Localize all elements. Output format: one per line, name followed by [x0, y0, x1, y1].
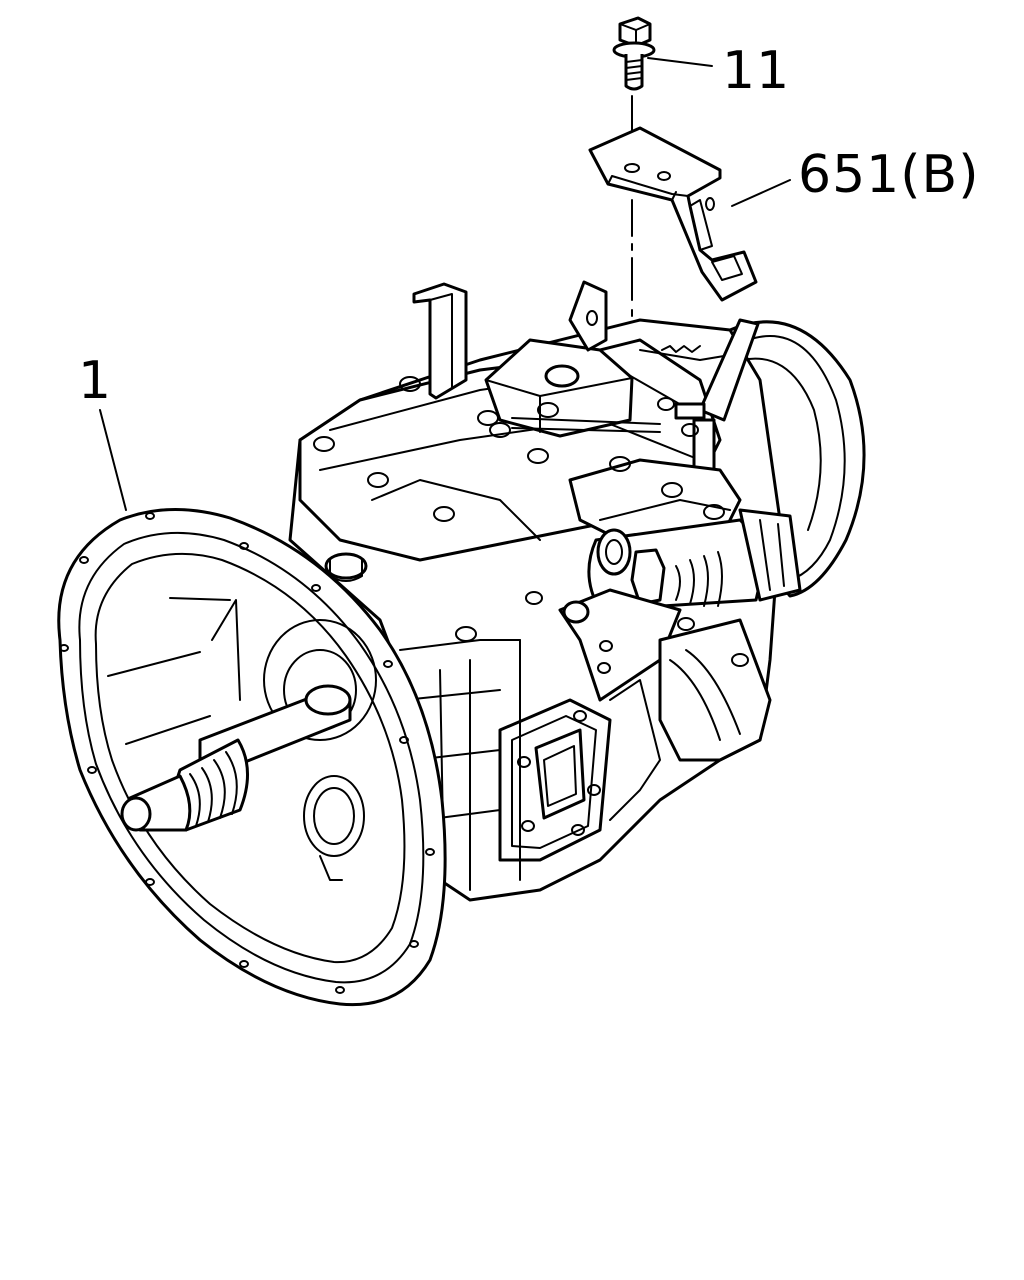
leader-line-transmission — [99, 409, 127, 511]
transmission-assembly — [57, 280, 866, 1007]
leader-line-bracket — [731, 179, 791, 207]
bracket-part — [588, 126, 758, 302]
leader-line-bolt — [647, 57, 713, 67]
callout-bracket: 651(B) — [798, 145, 980, 205]
bolt-part — [612, 16, 656, 91]
callout-bolt: 11 — [722, 41, 790, 101]
callout-transmission: 1 — [78, 351, 112, 411]
